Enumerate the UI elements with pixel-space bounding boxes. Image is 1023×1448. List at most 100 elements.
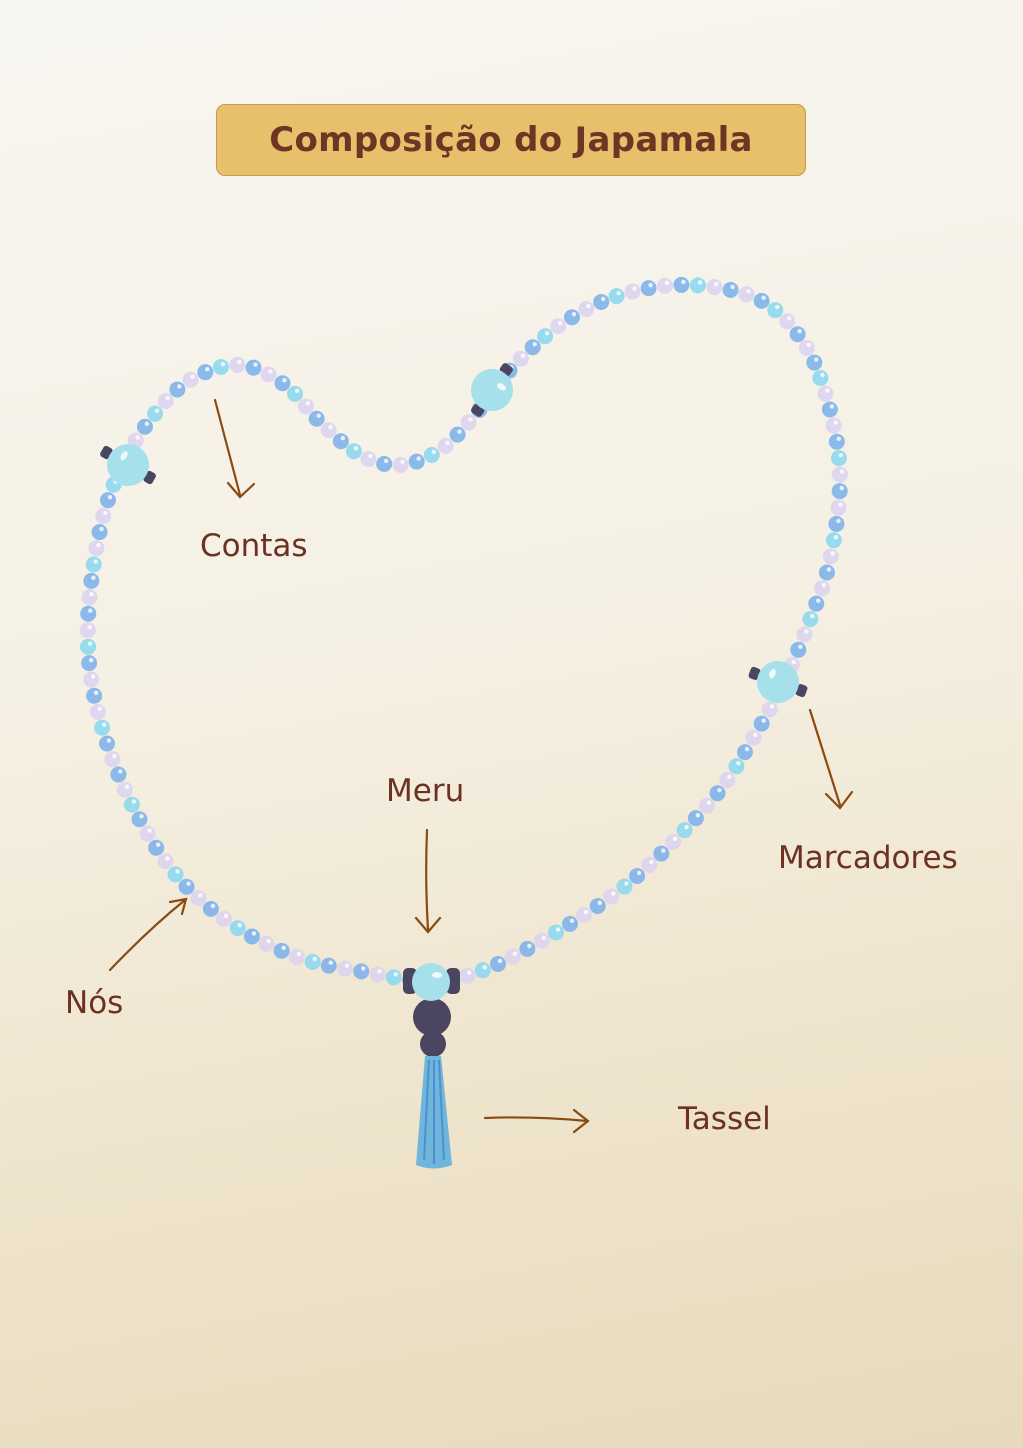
bead: [320, 422, 337, 439]
bead: [178, 878, 195, 895]
bead: [460, 414, 477, 431]
bead: [148, 839, 165, 856]
label-nos: Nós: [65, 985, 124, 1021]
bead: [459, 967, 476, 984]
marker-bead: [471, 363, 513, 417]
arrow-meru: [414, 828, 442, 934]
bead: [814, 580, 831, 597]
bead: [745, 729, 762, 746]
bead: [719, 771, 736, 788]
bead: [830, 450, 847, 467]
meru-bead: [412, 963, 450, 1001]
bead: [825, 417, 842, 434]
bead: [640, 280, 657, 297]
bead: [676, 822, 693, 839]
bead: [562, 915, 579, 932]
label-tassel: Tassel: [678, 1101, 771, 1137]
marker-bead: [748, 661, 808, 703]
bead: [88, 540, 105, 557]
bead: [828, 515, 845, 532]
bead: [825, 532, 842, 549]
bead: [593, 293, 610, 310]
bead: [332, 433, 349, 450]
bead: [408, 453, 425, 470]
bead: [563, 309, 580, 326]
bead: [99, 492, 116, 509]
arrows: [108, 398, 854, 1134]
bead: [345, 443, 362, 460]
bead: [753, 292, 770, 309]
knot: [446, 968, 460, 994]
bead: [728, 758, 745, 775]
bead: [80, 638, 97, 655]
bead: [376, 455, 393, 472]
bead: [190, 890, 207, 907]
bead: [767, 302, 784, 319]
bead: [817, 385, 834, 402]
bead: [653, 845, 670, 862]
bead: [603, 888, 620, 905]
bead: [85, 556, 102, 573]
bead: [136, 418, 153, 435]
arrow-marcadores: [808, 708, 854, 810]
bead: [297, 398, 314, 415]
bead: [706, 279, 723, 296]
bead: [578, 301, 595, 318]
bead: [474, 962, 491, 979]
bead: [512, 350, 529, 367]
bead: [828, 433, 845, 450]
bead: [519, 940, 536, 957]
bead: [260, 366, 277, 383]
bead: [831, 483, 848, 500]
bead: [79, 622, 96, 639]
bead: [423, 446, 440, 463]
bead: [802, 611, 819, 628]
bead: [123, 796, 140, 813]
label-contas: Contas: [200, 528, 308, 564]
bead: [83, 572, 100, 589]
bead: [798, 339, 815, 356]
bead: [288, 948, 305, 965]
bead: [665, 833, 682, 850]
bead: [698, 797, 715, 814]
bead: [360, 451, 377, 468]
bead: [687, 810, 704, 827]
bead: [533, 932, 550, 949]
bead: [91, 524, 108, 541]
bead: [197, 364, 214, 381]
bead: [709, 785, 726, 802]
bead: [131, 811, 148, 828]
bead: [95, 507, 112, 524]
bead: [86, 687, 103, 704]
bead: [392, 456, 409, 473]
bead: [320, 957, 337, 974]
bead: [104, 751, 121, 768]
bead: [641, 856, 658, 873]
bead: [779, 313, 796, 330]
bead: [385, 969, 402, 986]
bead: [547, 924, 564, 941]
bead: [808, 595, 825, 612]
bead: [243, 928, 260, 945]
bead: [589, 897, 606, 914]
label-meru: Meru: [386, 773, 465, 809]
bead: [99, 735, 116, 752]
bead: [89, 703, 106, 720]
arrow-tassel: [483, 1108, 590, 1134]
arrow-contas: [213, 398, 256, 499]
bead: [182, 371, 199, 388]
bead: [812, 369, 829, 386]
bead: [738, 286, 755, 303]
bead: [550, 318, 567, 335]
bead: [369, 966, 386, 983]
bead: [353, 963, 370, 980]
bead: [116, 781, 133, 798]
bead: [274, 375, 291, 392]
bead: [157, 393, 174, 410]
bead: [821, 401, 838, 418]
bead: [616, 878, 633, 895]
bead: [689, 277, 706, 294]
bead: [304, 953, 321, 970]
bead: [753, 715, 770, 732]
